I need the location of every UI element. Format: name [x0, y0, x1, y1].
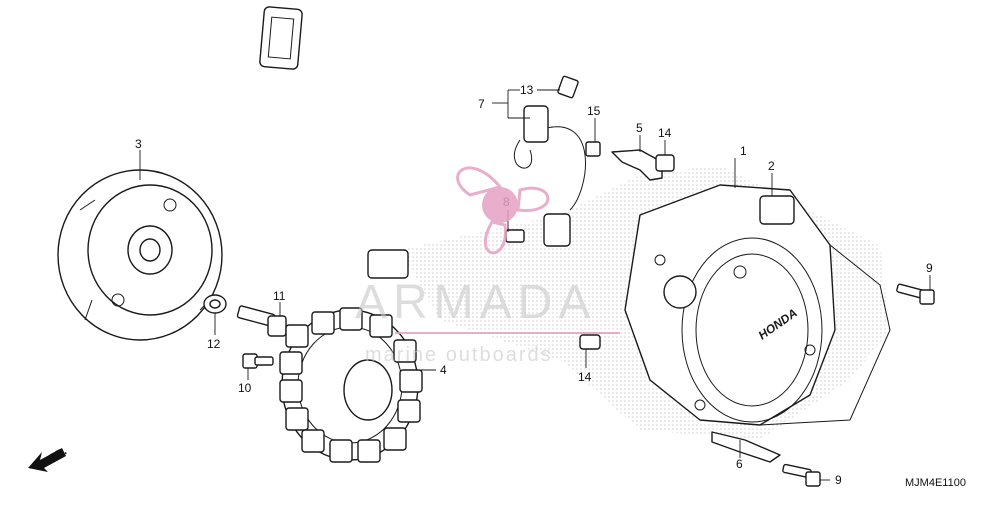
- callout-3: 3: [135, 137, 142, 151]
- callout-14-upper: 14: [658, 126, 672, 140]
- propeller-icon: [456, 166, 550, 255]
- bolt-10: [242, 353, 274, 369]
- bracket: [711, 431, 781, 463]
- cover-connector: [759, 195, 795, 225]
- callout-11: 11: [273, 289, 286, 303]
- washer: [203, 294, 227, 314]
- callout-6: 6: [736, 457, 743, 471]
- watermark-subtitle: marine outboards: [365, 344, 553, 366]
- callout-15: 15: [587, 104, 601, 118]
- callout-14-lower: 14: [578, 370, 592, 384]
- direction-label: FR.: [48, 445, 69, 464]
- watermark: ARMADA marine outboards: [355, 166, 620, 366]
- callout-7: 7: [478, 97, 485, 111]
- diagram-code: MJM4E1100: [905, 477, 966, 489]
- watermark-title: ARMADA: [355, 276, 596, 329]
- callout-5: 5: [636, 121, 643, 135]
- small-hardware: [579, 141, 675, 350]
- direction-arrow: FR.: [28, 445, 69, 472]
- callout-12: 12: [207, 337, 221, 351]
- callout-2: 2: [768, 159, 775, 173]
- crankcase-cover: [624, 184, 891, 426]
- pulse-sensor: [505, 75, 586, 247]
- callout-10: 10: [238, 381, 252, 395]
- callout-9-lower: 9: [835, 473, 842, 487]
- stator-coils: [279, 307, 423, 463]
- bolt-11: [236, 305, 287, 337]
- callout-13: 13: [520, 83, 534, 97]
- callout-labels: 1 2 3 4 5 6 7 8 9 9 10 11 12 13 14 14 15: [135, 83, 933, 487]
- callout-4: 4: [440, 363, 447, 377]
- callout-9-upper: 9: [926, 261, 933, 275]
- bolts-9: [782, 283, 935, 487]
- callout-1: 1: [740, 144, 747, 158]
- flywheel: [57, 169, 223, 341]
- leader-lines: [139, 89, 931, 481]
- stator: [259, 6, 423, 463]
